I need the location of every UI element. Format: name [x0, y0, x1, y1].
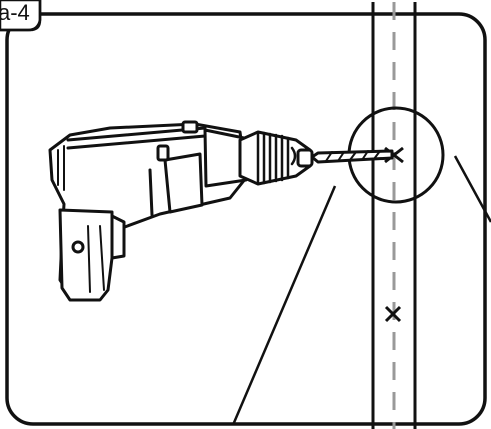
cross-mark-icon — [384, 305, 402, 323]
panel-border — [5, 12, 487, 426]
figure-label: a-4 — [0, 0, 30, 25]
drill-trigger — [110, 214, 126, 260]
wall-board — [371, 2, 417, 429]
power-drill-icon — [48, 120, 394, 302]
